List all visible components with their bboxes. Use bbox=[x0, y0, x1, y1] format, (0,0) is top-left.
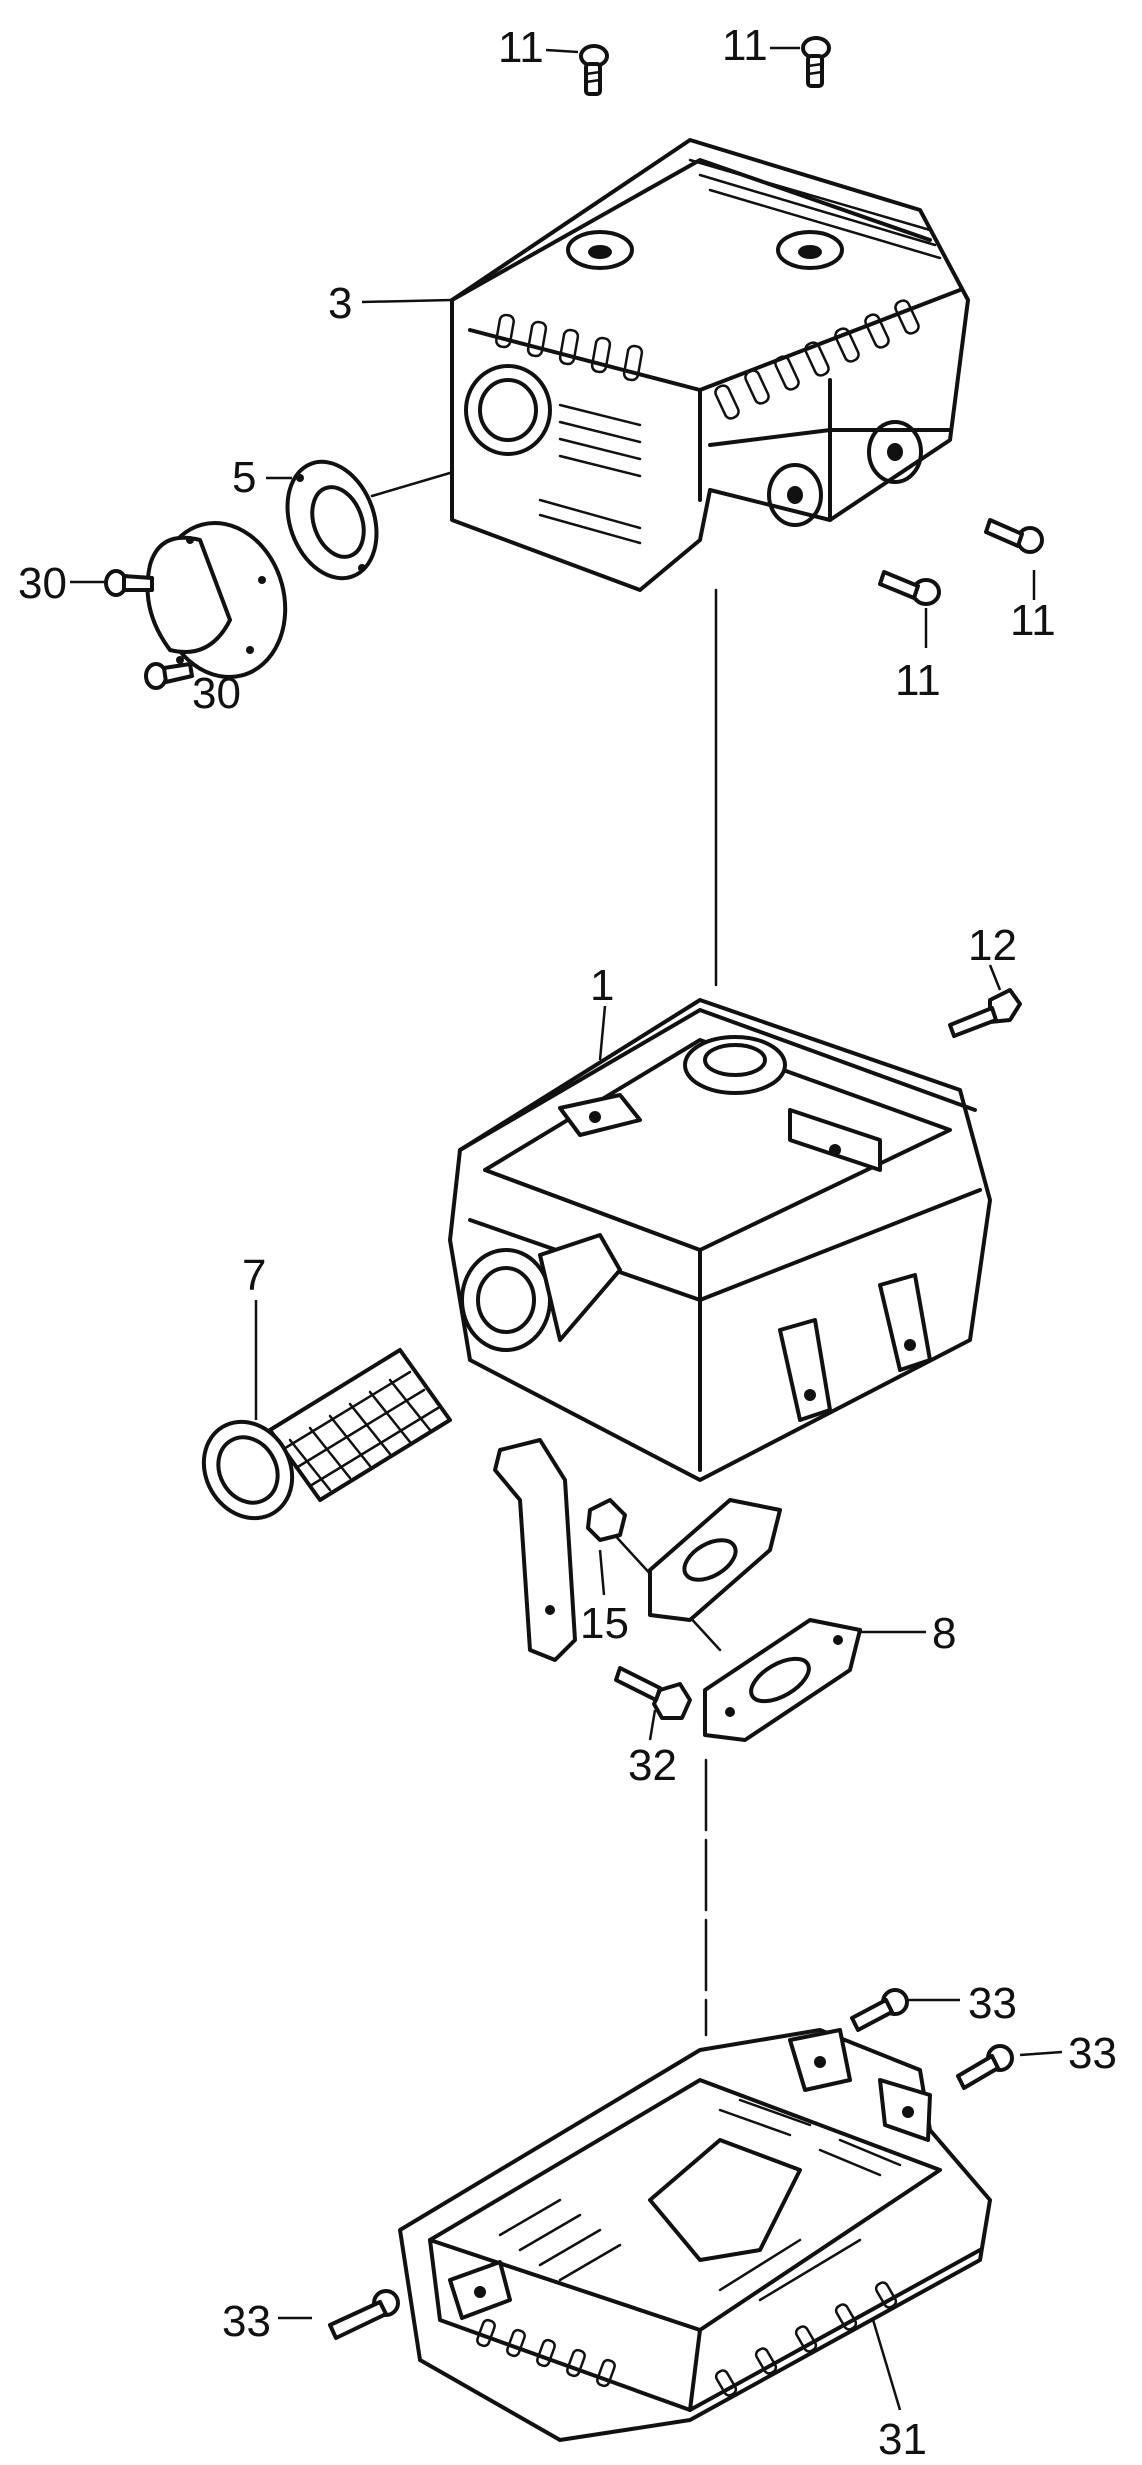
callout-31: 31 bbox=[878, 2415, 927, 2464]
callout-15: 15 bbox=[580, 1599, 629, 1648]
callout-11-top-left: 11 bbox=[498, 23, 544, 72]
exhaust-gasket-upper bbox=[648, 1498, 782, 1622]
screw-11-lower bbox=[878, 570, 941, 606]
spark-arrester-screen bbox=[201, 1348, 452, 1521]
screw-33-left bbox=[328, 2289, 400, 2340]
callout-33-right: 33 bbox=[1068, 2029, 1117, 2078]
callout-11-right: 11 bbox=[1010, 596, 1056, 645]
screw-33-right bbox=[956, 2044, 1014, 2090]
screw-11-top-left bbox=[579, 44, 609, 96]
lower-cover-tray bbox=[398, 2028, 992, 2442]
screw-30-bottom bbox=[144, 662, 194, 690]
screw-11-top-right bbox=[801, 36, 831, 88]
callout-3: 3 bbox=[328, 279, 352, 328]
callout-30-left: 30 bbox=[18, 559, 67, 608]
screw-30-left bbox=[104, 569, 154, 597]
callout-12: 12 bbox=[968, 921, 1017, 970]
muffler-body bbox=[448, 998, 992, 1482]
muffler-protector-cover bbox=[450, 138, 970, 592]
bolt-12 bbox=[948, 988, 1022, 1038]
nut-15 bbox=[586, 1498, 627, 1542]
bolt-32 bbox=[614, 1666, 692, 1720]
outlet-cap bbox=[145, 520, 288, 680]
callout-11-lower: 11 bbox=[895, 656, 941, 705]
callout-1: 1 bbox=[590, 961, 614, 1010]
callout-5: 5 bbox=[232, 453, 256, 502]
callout-8: 8 bbox=[932, 1609, 956, 1658]
callout-labels: 11 11 11 11 3 5 30 30 12 1 7 15 8 32 33 … bbox=[18, 21, 1117, 2464]
callout-33-upper: 33 bbox=[968, 1979, 1017, 2028]
callout-33-left: 33 bbox=[222, 2297, 271, 2346]
callout-11-top-right: 11 bbox=[722, 21, 768, 70]
mounting-bracket bbox=[493, 1438, 577, 1662]
exhaust-gasket-lower bbox=[703, 1618, 862, 1742]
gasket-ring-5 bbox=[285, 459, 379, 581]
callout-32: 32 bbox=[628, 1741, 677, 1790]
callout-7: 7 bbox=[242, 1251, 266, 1300]
screw-33-upper bbox=[850, 1988, 909, 2032]
screw-11-right bbox=[984, 518, 1044, 554]
